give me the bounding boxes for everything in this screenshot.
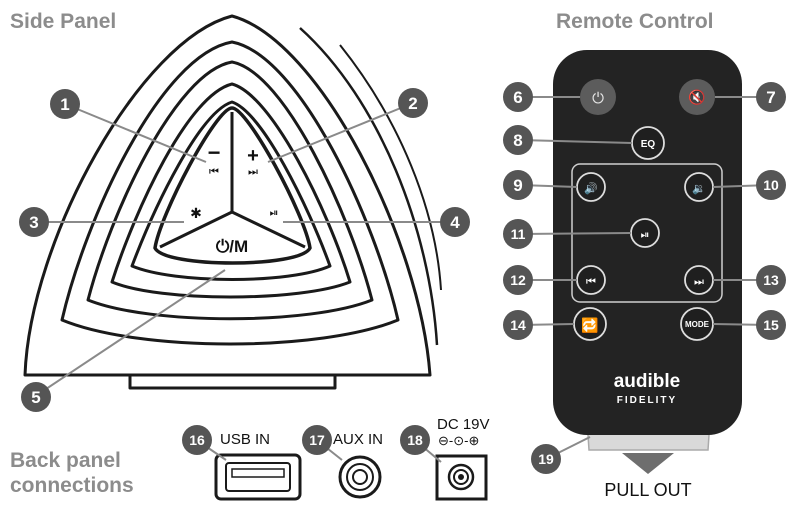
mode-button-label: MODE [685,320,710,329]
back-panel [214,453,488,501]
svg-text:17: 17 [309,432,325,448]
bluetooth-icon[interactable]: ✱ [190,205,202,221]
callout-12: 12 [503,265,533,295]
remote-mute-button[interactable] [679,79,715,115]
remote-control-heading: Remote Control [556,10,714,33]
speaker-back-ridge-2 [339,44,442,291]
repeat-icon: 🔁 [581,317,598,334]
prev-track-icon: ⏮ [209,166,219,178]
dc-polarity-symbol: ⊖-⊙-⊕ [438,433,479,448]
power-mode-button-label[interactable]: ⏻/M [216,237,248,256]
svg-text:11: 11 [511,226,526,242]
speaker-stand [128,375,337,390]
callout-8: 8 [503,125,533,155]
next-track-icon: ⏭ [248,166,258,178]
svg-text:9: 9 [513,176,522,195]
callout-15: 15 [756,310,786,340]
prev-track-icon-remote: ⏮ [586,275,596,288]
usb-in-label: USB IN [220,431,270,448]
remote-brand-name: audible [614,371,681,392]
back-panel-heading: Back panel [10,449,121,472]
button-cluster [153,106,312,265]
back-panel-heading-line2: connections [10,474,134,497]
svg-text:1: 1 [60,95,69,114]
svg-text:19: 19 [538,451,554,467]
volume-up-icon: 🔊 [584,181,598,195]
pull-out-arrow-icon [622,453,674,474]
callout-2: 2 [398,88,428,118]
svg-text:7: 7 [766,88,775,107]
callout-5: 5 [21,382,51,412]
remote-control [553,50,742,474]
svg-text:15: 15 [763,317,779,333]
play-pause-icon[interactable]: ⏯ [270,207,279,219]
callout-7: 7 [756,82,786,112]
svg-text:5: 5 [31,388,40,407]
remote-brand-subname: FIDELITY [617,395,677,406]
svg-text:4: 4 [450,213,460,232]
side-panel-drawing [23,14,442,390]
speaker-back-ridge [299,27,439,346]
speaker-ring-2 [86,60,374,321]
eq-button-label: EQ [641,139,656,150]
callout-1: 1 [50,89,80,119]
svg-text:13: 13 [763,272,779,288]
volume-down-icon: 🔉 [692,182,706,195]
callout-13: 13 [756,265,786,295]
next-track-icon-remote: ⏭ [694,275,704,288]
speaker-ring-4 [130,100,332,281]
mute-icon: 🔇 [688,89,705,106]
svg-text:3: 3 [29,213,38,232]
callout-19: 19 [531,444,561,474]
speaker-ring-3 [110,82,352,299]
power-icon: ⏻ [592,89,604,107]
callout-16: 16 [182,425,212,455]
callout-10: 10 [756,170,786,200]
svg-text:6: 6 [513,88,522,107]
callout-3: 3 [19,207,49,237]
remote-power-button[interactable] [580,79,616,115]
speaker-ring-1 [60,40,400,346]
callout-14: 14 [503,310,533,340]
svg-text:18: 18 [407,432,423,448]
callout-4: 4 [440,207,470,237]
callout-6: 6 [503,82,533,112]
pull-out-label: PULL OUT [604,480,691,500]
svg-text:16: 16 [189,432,205,448]
minus-button-symbol[interactable]: − [208,140,221,165]
speaker-housing-outline [23,14,432,377]
svg-text:8: 8 [513,131,522,150]
callout-9: 9 [503,170,533,200]
svg-text:12: 12 [510,272,526,288]
play-pause-icon-remote: ⏯ [641,228,650,241]
callout-18: 18 [400,425,430,455]
svg-text:2: 2 [408,94,417,113]
side-panel-heading: Side Panel [10,10,117,33]
aux-in-label: AUX IN [333,431,383,448]
svg-text:14: 14 [510,317,526,333]
side-panel-leader-lines [36,102,453,396]
plus-button-symbol[interactable]: + [247,145,259,167]
callout-17: 17 [302,425,332,455]
svg-text:10: 10 [763,177,779,193]
dc-voltage-label: DC 19V [437,416,490,433]
callout-11: 11 [503,219,533,249]
remote-buttons: ⏻ 🔇 EQ 🔊 🔉 ⏯ ⏮ ⏭ 🔁 MODE [573,79,715,341]
